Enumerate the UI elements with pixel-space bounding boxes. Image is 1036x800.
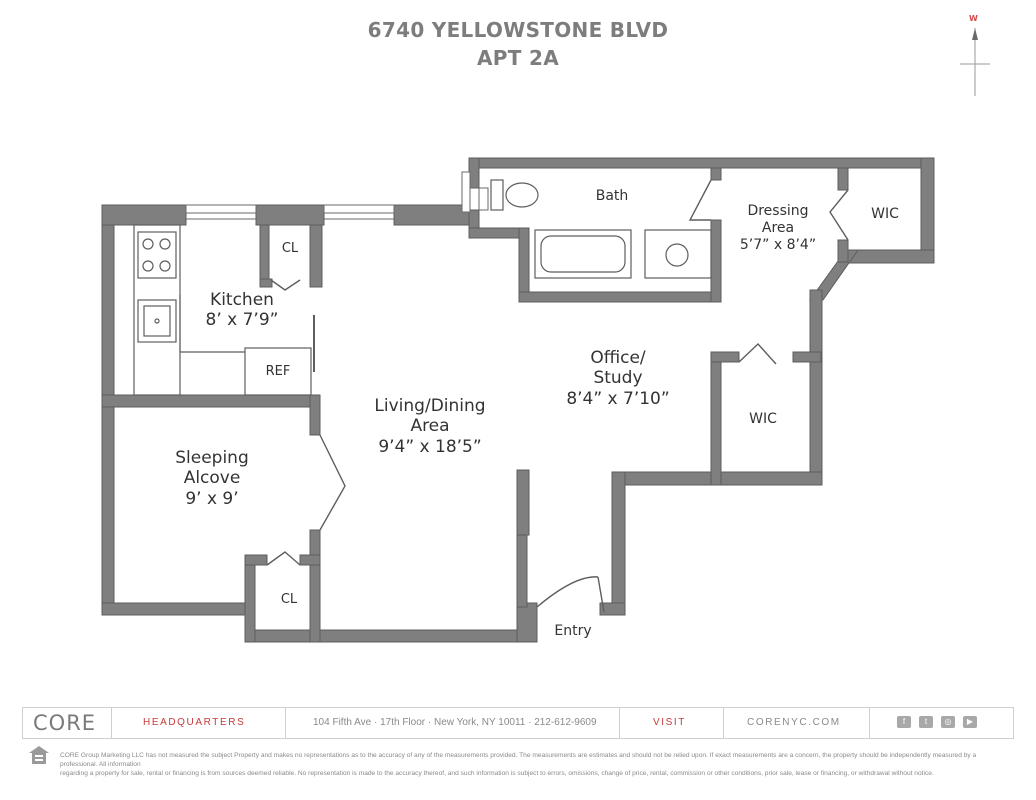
footer-bar: CORE HEADQUARTERS 104 Fifth Ave · 17th F… [22,707,1014,739]
room-living: Living/Dining Area 9’4” x 18’5” [358,396,502,457]
headquarters-label: HEADQUARTERS [143,717,246,728]
windows [185,171,489,220]
compass-label: W [969,14,978,23]
room-dimensions: 9’4” x 18’5” [378,436,482,457]
visit-label: VISIT [653,717,687,728]
room-name-line2: Area [761,219,795,236]
room-name: Office/ [590,348,646,368]
room-closet-sleep: CL [280,592,298,607]
room-closet-kitchen: CL [281,241,299,256]
equal-housing-icon [29,746,49,764]
website-link[interactable]: CORENYC.COM [747,717,841,728]
room-ref: REF [265,364,291,379]
room-dressing: Dressing Area 5’7” x 8’4” [724,203,832,253]
exterior-walls [101,157,935,643]
core-logo: CORE [33,711,97,735]
compass-icon [960,28,990,96]
room-name: Living/Dining [374,396,486,416]
youtube-icon[interactable]: ▶ [963,716,977,729]
doors [266,179,849,613]
room-wic-mid: WIC [749,411,777,427]
floor-plan [101,28,990,643]
room-office: Office/ Study 8’4” x 7’10” [548,348,688,409]
room-dimensions: 8’ x 7’9” [205,310,279,331]
room-name-line2: Alcove [183,468,241,489]
unit-title: APT 2A [477,46,559,70]
bath-fixtures [490,179,712,279]
interior-walls [101,167,849,643]
room-name: Dressing [747,203,809,219]
legal-disclaimer: CORE Group Marketing LLC has not measure… [60,751,1000,778]
address-title: 6740 YELLOWSTONE BLVD [367,18,669,42]
room-name: Sleeping [175,448,249,468]
refrigerator [244,347,312,396]
instagram-icon[interactable]: ◎ [941,716,955,729]
room-name: Kitchen [210,290,274,310]
room-dimensions: 8’4” x 7’10” [566,388,670,409]
headquarters-address: 104 Fifth Ave · 17th Floor · New York, N… [313,717,597,728]
disclaimer-line-1: CORE Group Marketing LLC has not measure… [60,752,977,768]
kitchen-fixtures [133,224,315,396]
room-dimensions: 5’7” x 8’4” [739,236,817,253]
twitter-icon[interactable]: t [919,716,933,729]
room-kitchen: Kitchen 8’ x 7’9” [190,290,294,331]
room-wic-top: WIC [871,206,899,222]
room-bath: Bath [595,188,629,204]
room-dimensions: 9’ x 9’ [185,488,239,509]
room-name-line2: Area [410,416,450,437]
room-sleeping: Sleeping Alcove 9’ x 9’ [160,448,264,509]
room-entry: Entry [554,623,592,639]
room-name-line2: Study [593,368,643,389]
facebook-icon[interactable]: f [897,716,911,729]
disclaimer-line-2: regarding a property for sale, rental or… [60,770,934,777]
